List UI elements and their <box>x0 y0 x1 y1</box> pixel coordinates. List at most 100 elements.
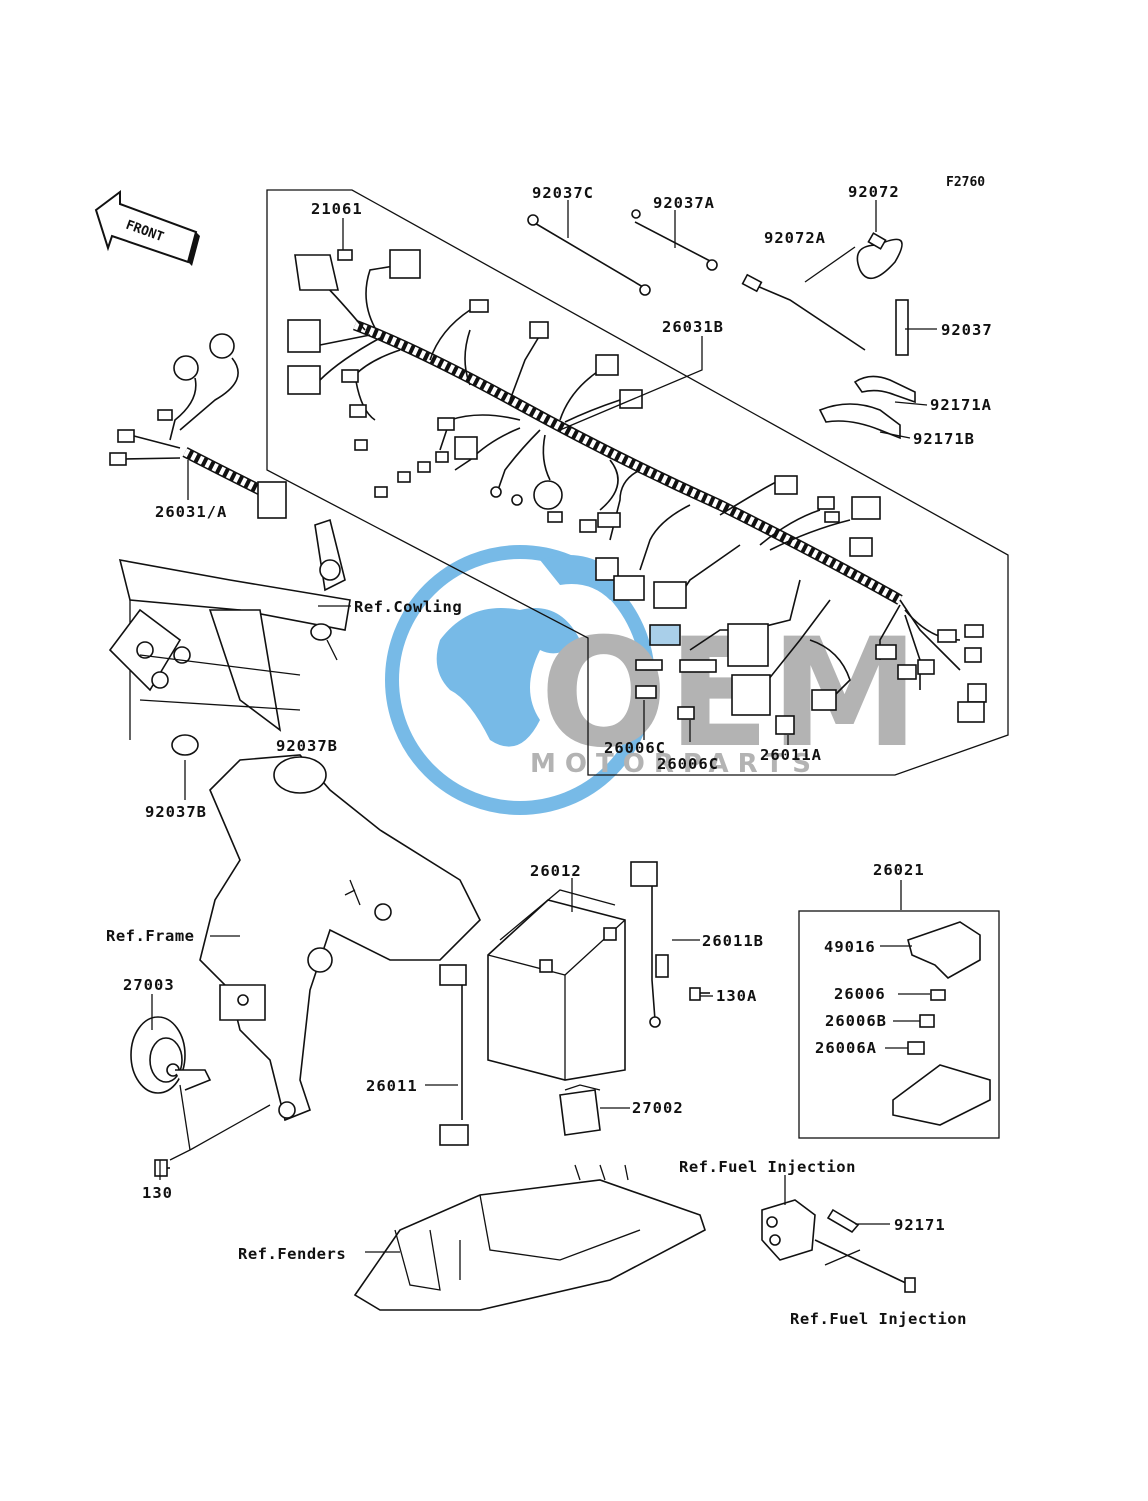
fuse-26006C <box>635 685 657 699</box>
clamp-92037B <box>310 623 332 641</box>
callout-26006C-2: 26006C <box>657 755 719 773</box>
clamp-92037 <box>895 299 909 356</box>
connector-blue <box>649 624 681 646</box>
callout-130: 130 <box>142 1184 173 1202</box>
connector-small <box>824 511 840 523</box>
connector-block <box>454 436 478 460</box>
callout-26031B: 26031B <box>662 318 724 336</box>
connector-small <box>917 659 935 675</box>
connector-small <box>435 451 449 463</box>
callout-26006C-1: 26006C <box>604 739 666 757</box>
bolt-130A <box>689 987 710 1001</box>
fuse-26006B <box>919 1014 935 1028</box>
cover-49016 <box>907 921 981 979</box>
harness-connectors <box>287 249 987 735</box>
connector-block <box>595 354 619 376</box>
connector-small <box>547 511 563 523</box>
callout-92072: 92072 <box>848 183 900 201</box>
connector-block <box>774 475 798 495</box>
connector-small <box>374 486 388 498</box>
connector-block <box>389 249 421 279</box>
connector-small <box>341 369 359 383</box>
connector-small <box>897 664 917 680</box>
battery-26012 <box>487 889 626 1081</box>
connector-block <box>613 575 645 601</box>
callout-92037A: 92037A <box>653 194 715 212</box>
callout-92037: 92037 <box>941 321 993 339</box>
terminal-ring <box>511 494 523 506</box>
callout-26006A: 26006A <box>815 1039 877 1057</box>
terminal-ring <box>490 486 502 498</box>
callout-26012: 26012 <box>530 862 582 880</box>
callout-26021: 26021 <box>873 861 925 879</box>
callout-92037C: 92037C <box>532 184 594 202</box>
turn-signal-socket <box>209 333 235 359</box>
bolt-130 <box>154 1159 168 1177</box>
connector-small <box>579 519 597 533</box>
junction-box <box>892 1064 991 1126</box>
clamp-92171A <box>853 375 916 404</box>
callout-49016: 49016 <box>824 938 876 956</box>
watermark-globe-ring <box>385 545 655 815</box>
callout-26006B: 26006B <box>825 1012 887 1030</box>
callout-92171: 92171 <box>894 1216 946 1234</box>
connector-26011A <box>775 715 795 735</box>
connector-block <box>967 683 987 703</box>
connector-small <box>469 299 489 313</box>
connector-flat <box>635 659 663 671</box>
strap-92037C <box>527 214 651 296</box>
horn-27003 <box>130 1016 212 1177</box>
callout-92171B: 92171B <box>913 430 975 448</box>
ref-fuel-injection-upper: Ref.Fuel Injection <box>679 1158 856 1176</box>
callout-26011: 26011 <box>366 1077 418 1095</box>
watermark-globe-continents <box>436 608 580 747</box>
fuel-injection-sensor <box>761 1199 916 1293</box>
connector-block <box>811 689 837 711</box>
connector-cap <box>294 254 340 291</box>
callout-26011A: 26011A <box>760 746 822 764</box>
fuse-26006 <box>930 989 946 1001</box>
ecu-connector <box>731 674 771 716</box>
cable-tie-92072 <box>856 232 903 280</box>
connector-block <box>851 496 881 520</box>
figure-code: F2760 <box>946 175 985 190</box>
connector-block <box>619 389 643 409</box>
watermark-sub-text: MOTORPARTS <box>530 749 820 779</box>
connector-small <box>964 647 982 663</box>
clamp-92037B <box>171 734 199 756</box>
connector-small <box>937 629 957 643</box>
ref-cowling: Ref.Cowling <box>354 598 462 616</box>
callout-26006: 26006 <box>834 985 886 1003</box>
connector-block <box>653 581 687 609</box>
connector-21061 <box>337 249 353 261</box>
ecu-connector <box>727 623 769 667</box>
ref-frame: Ref.Frame <box>106 927 195 945</box>
connector-flat <box>679 659 717 673</box>
connector-small <box>397 471 411 483</box>
junction-box-parts <box>892 921 991 1126</box>
battery-cable-26011 <box>439 964 469 1146</box>
connector-small <box>964 624 984 638</box>
ref-fenders: Ref.Fenders <box>238 1245 346 1263</box>
clamp-92171B <box>818 403 901 440</box>
main-harness-26031B <box>319 264 961 701</box>
callout-92037B-upper: 92037B <box>276 737 338 755</box>
connector-small <box>817 496 835 510</box>
cowling-bracket <box>108 518 351 756</box>
fuse-26006C <box>677 706 695 720</box>
connector-block <box>595 557 619 581</box>
callout-21061: 21061 <box>311 200 363 218</box>
callout-27002: 27002 <box>632 1099 684 1117</box>
callout-26011B: 26011B <box>702 932 764 950</box>
connector-small <box>417 461 431 473</box>
connector-small <box>875 644 897 660</box>
callout-130A: 130A <box>716 987 757 1005</box>
callout-92171A: 92171A <box>930 396 992 414</box>
callout-26031A: 26031/A <box>155 503 227 521</box>
fuse-26006A <box>907 1041 925 1055</box>
relay-round <box>533 480 563 510</box>
callout-27003: 27003 <box>123 976 175 994</box>
connector-small <box>597 512 621 528</box>
harness-group-outline <box>266 189 1009 776</box>
connector-block <box>849 537 873 557</box>
